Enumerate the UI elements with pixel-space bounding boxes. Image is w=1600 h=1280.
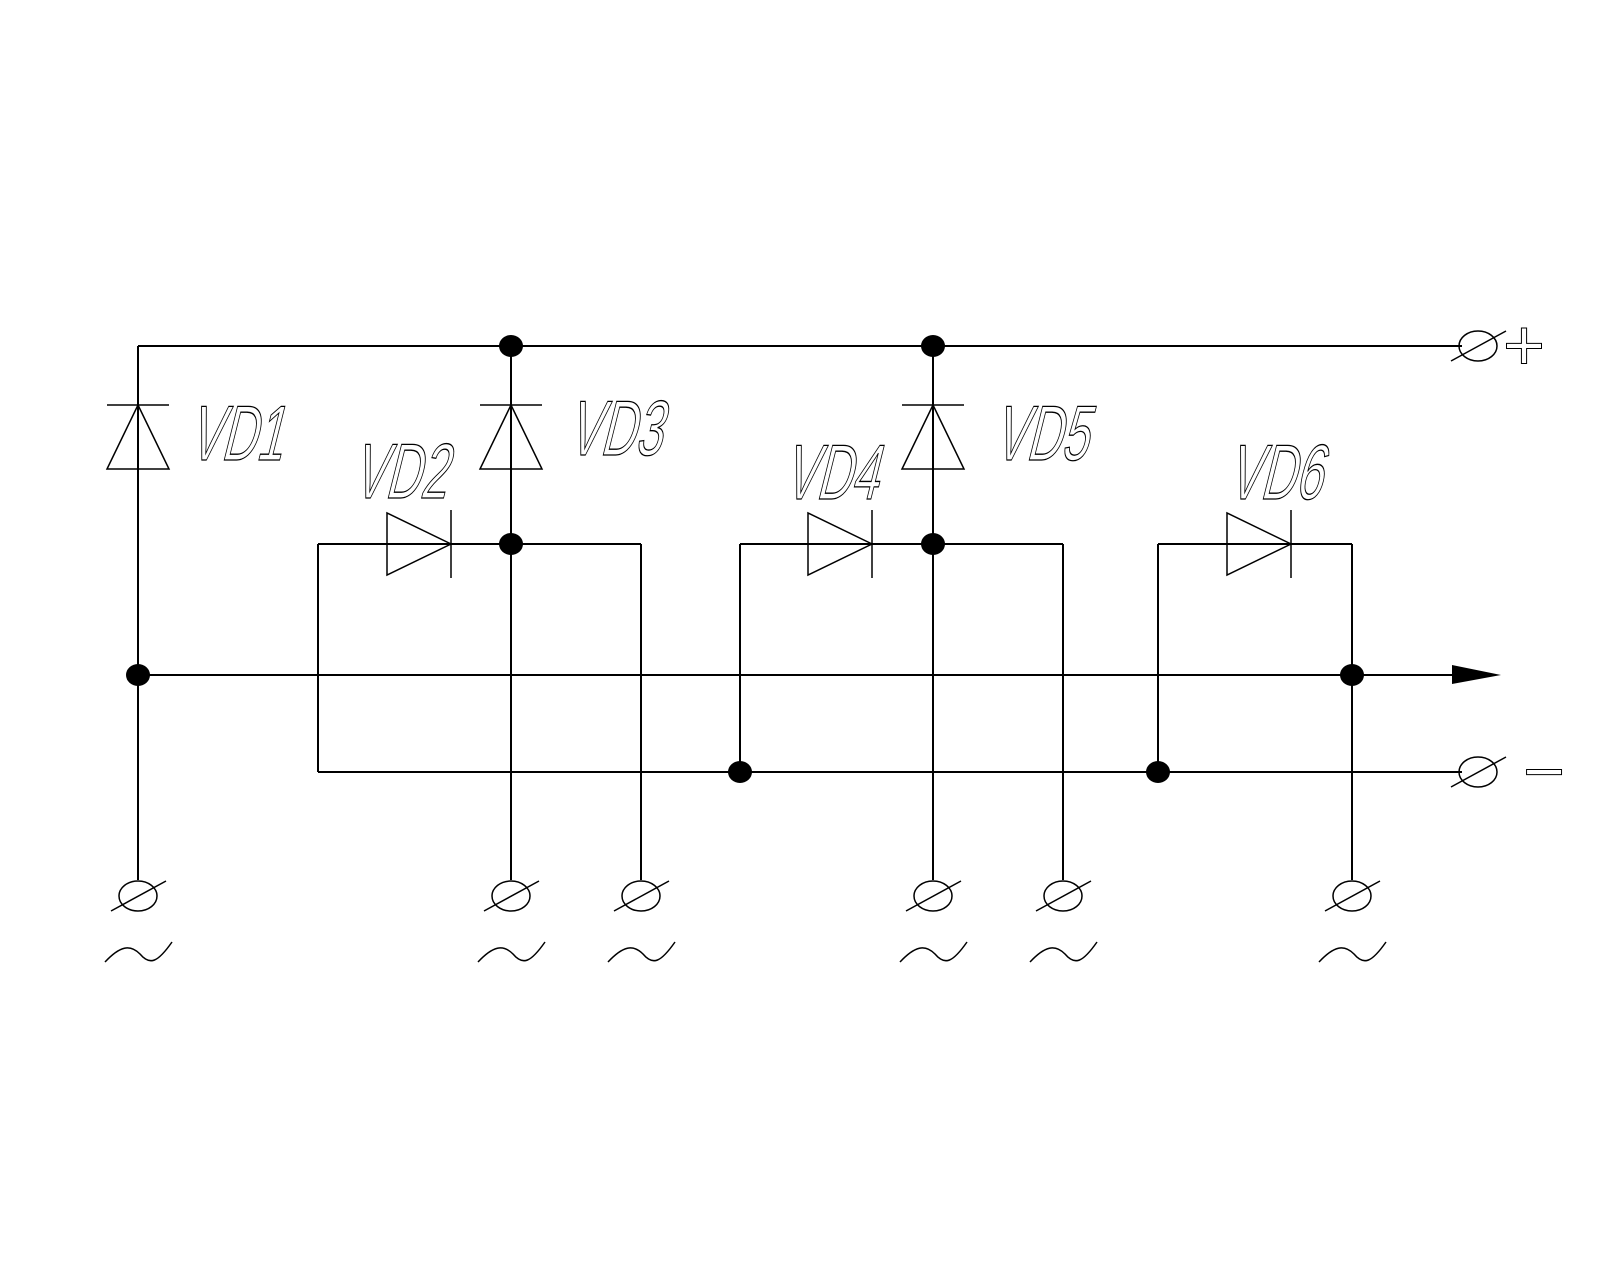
terminal-circle-icon <box>913 880 953 912</box>
terminal-circle-icon <box>621 880 661 912</box>
terminals <box>104 330 1507 963</box>
label-vd1: VD1 <box>184 391 300 478</box>
ac-tilde-icon <box>1029 941 1098 963</box>
ac-tilde-icon <box>1318 941 1387 963</box>
terminal-circle-icon <box>1332 880 1372 912</box>
junction-node <box>921 335 945 357</box>
wires <box>137 345 1501 880</box>
terminal-circle-icon <box>1458 756 1498 788</box>
output-arrow-icon <box>1452 665 1501 684</box>
junction-node <box>499 533 523 555</box>
ac-terminal-1 <box>110 880 167 912</box>
ac-tilde-icon <box>899 941 968 963</box>
terminal-circle-icon <box>1458 330 1498 362</box>
terminal-circle-icon <box>118 880 158 912</box>
ac-tilde-icon <box>477 941 546 963</box>
junction-nodes <box>126 335 1364 783</box>
ac-terminal-4 <box>905 880 962 912</box>
terminal-circle-icon <box>491 880 531 912</box>
terminal-slash <box>110 880 167 912</box>
label-vd2: VD2 <box>348 429 464 516</box>
terminal-slash <box>905 880 962 912</box>
ac-terminal-5 <box>1035 880 1092 912</box>
polarity-labels: + − <box>1502 306 1565 813</box>
diode-vd6 <box>1226 510 1293 578</box>
diode-triangle-icon <box>386 511 453 577</box>
label-vd6: VD6 <box>1223 430 1339 517</box>
ac-tilde-icon <box>104 941 173 963</box>
diode-triangle-icon <box>1226 511 1293 577</box>
terminal-slash <box>1324 880 1381 912</box>
terminal-slash <box>613 880 670 912</box>
diode-triangle-icon <box>807 511 874 577</box>
junction-node <box>1146 761 1170 783</box>
junction-node <box>921 533 945 555</box>
positive-label: + <box>1503 306 1545 386</box>
ac-terminal-6 <box>1324 880 1381 912</box>
terminal-slash <box>483 880 540 912</box>
ac-tilde-icon <box>607 941 676 963</box>
diodes <box>105 403 1293 578</box>
diode-vd3 <box>478 403 544 470</box>
label-vd4: VD4 <box>779 430 895 517</box>
ac-terminal-2 <box>483 880 540 912</box>
diode-vd4 <box>807 510 874 578</box>
diode-vd2 <box>386 510 453 578</box>
label-vd5: VD5 <box>989 391 1105 478</box>
positive-terminal <box>1450 330 1507 362</box>
junction-node <box>499 335 523 357</box>
terminal-slash <box>1450 756 1507 788</box>
label-vd3: VD3 <box>563 386 679 473</box>
diode-vd5 <box>900 403 966 470</box>
negative-terminal <box>1450 756 1507 788</box>
diode-labels: VD1 VD2 VD3 VD4 VD5 VD6 <box>183 385 1339 517</box>
diode-vd1 <box>105 403 171 470</box>
negative-label: − <box>1523 732 1565 812</box>
junction-node <box>728 761 752 783</box>
terminal-slash <box>1450 330 1507 362</box>
terminal-circle-icon <box>1043 880 1083 912</box>
terminal-slash <box>1035 880 1092 912</box>
junction-node <box>126 664 150 686</box>
ac-terminal-3 <box>613 880 670 912</box>
junction-node <box>1340 664 1364 686</box>
